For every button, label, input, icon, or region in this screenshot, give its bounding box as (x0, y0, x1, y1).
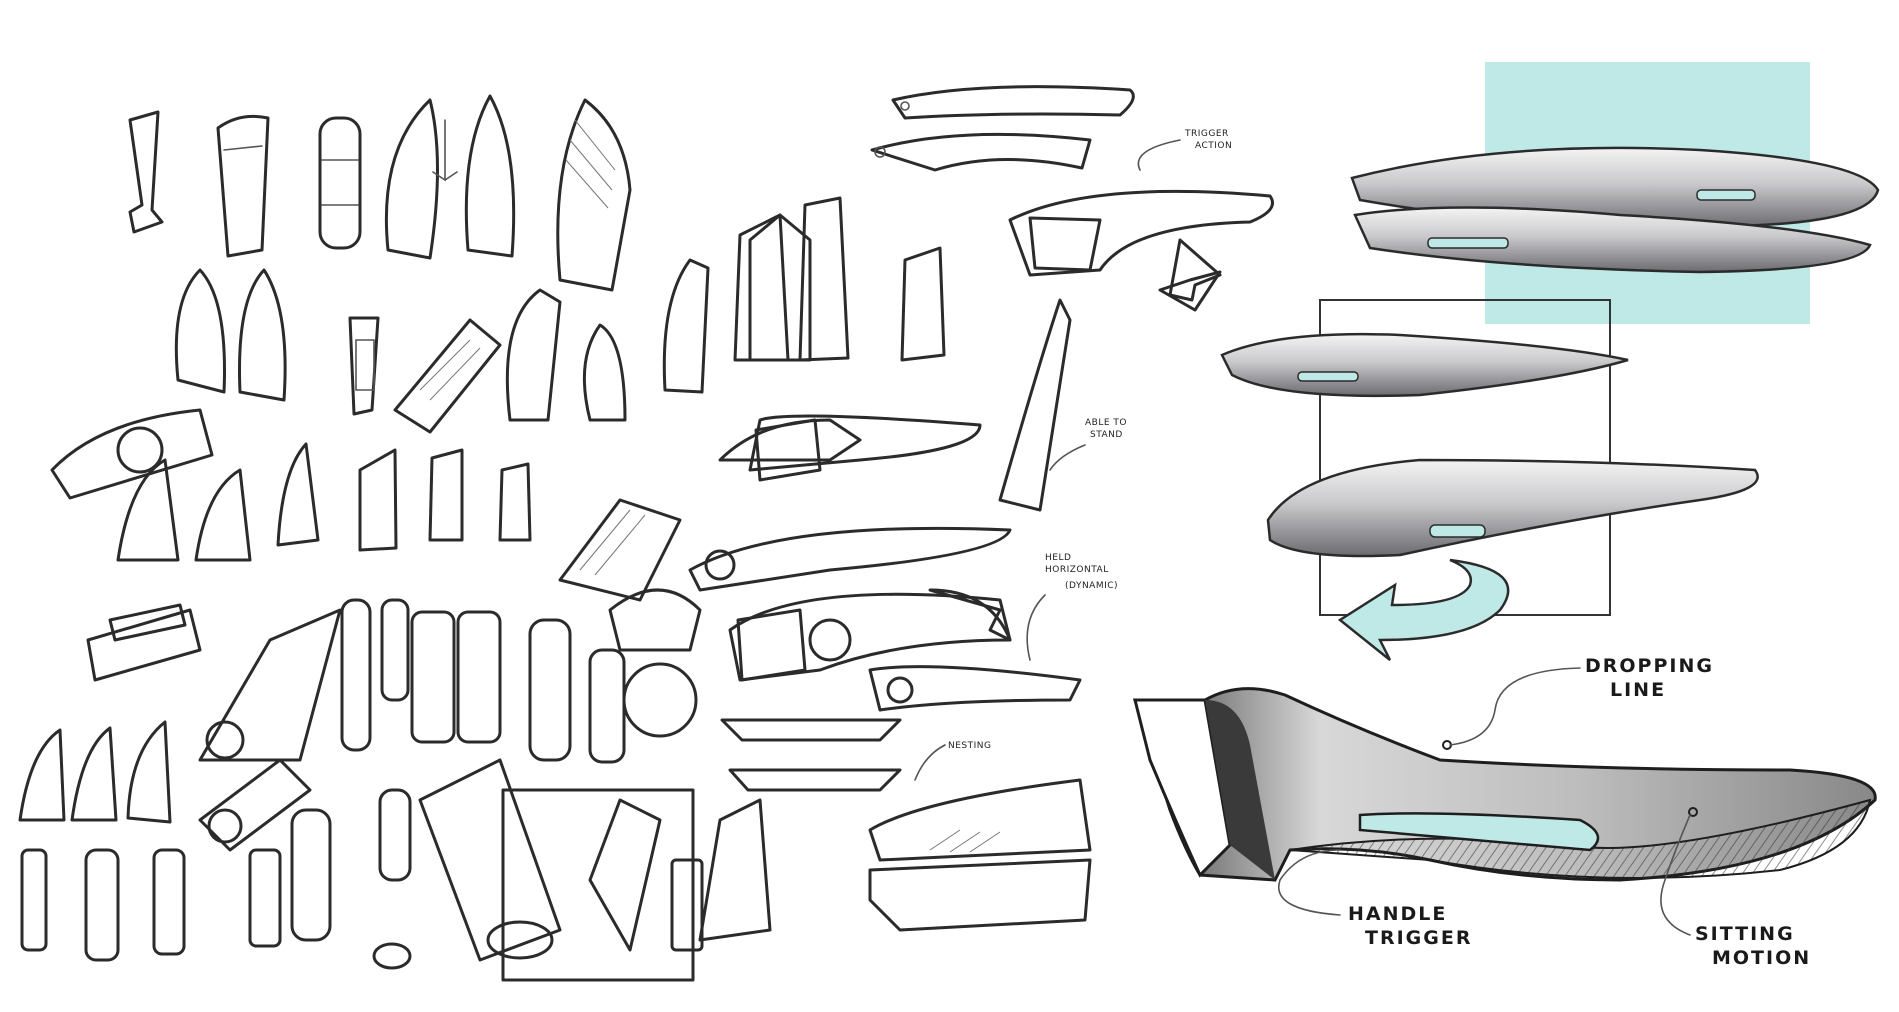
rendered-concepts: DROPPING LINE HANDLE TRIGGER SITTING MOT… (1132, 62, 1880, 969)
render-top-lower (1353, 206, 1872, 274)
form-exploration-sketches (18, 94, 946, 982)
curved-arrow-icon (1337, 558, 1510, 661)
annotation-dropping-line: DROPPING LINE (1585, 655, 1723, 701)
annotation-able-to-stand: ABLE TO STAND (1085, 418, 1130, 440)
annotation-sitting-motion: SITTING MOTION (1695, 923, 1811, 969)
trigger-concept-sketches: TRIGGER ACTION ABLE TO STAND HELD HORIZO… (688, 85, 1274, 932)
render-middle-lower (1266, 458, 1759, 558)
annotation-held-horizontal: HELD HORIZONTAL (DYNAMIC) (1045, 553, 1118, 591)
annotation-handle-trigger: HANDLE TRIGGER (1348, 903, 1472, 949)
annotation-nesting: NESTING (948, 741, 992, 751)
annotation-trigger-action: TRIGGER ACTION (1184, 129, 1232, 151)
handle-trigger-slot (1358, 812, 1600, 852)
render-middle-upper (1220, 332, 1629, 398)
